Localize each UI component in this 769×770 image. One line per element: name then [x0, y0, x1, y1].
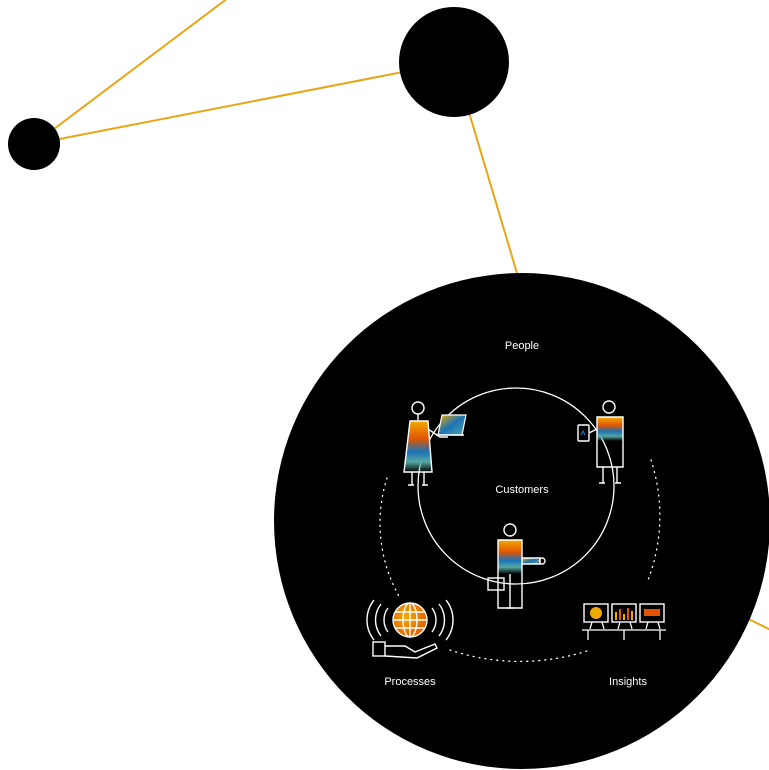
dotted-arcs	[379, 459, 661, 663]
person-briefcase-icon	[487, 523, 546, 609]
globe-hand-icon	[366, 599, 454, 659]
person-tablet-icon	[577, 400, 624, 484]
label-insights: Insights	[609, 676, 647, 688]
label-people: People	[504, 340, 540, 352]
dashboard-monitors-icon	[582, 603, 666, 640]
connector-line	[33, 61, 455, 145]
customer-ring	[417, 387, 615, 585]
label-customers: Customers	[495, 484, 549, 496]
node-medium	[399, 7, 509, 117]
person-laptop-icon	[403, 401, 467, 486]
label-processes: Processes	[384, 676, 436, 688]
node-small	[8, 118, 60, 170]
connector-line	[33, 0, 228, 145]
node-large	[274, 273, 769, 769]
